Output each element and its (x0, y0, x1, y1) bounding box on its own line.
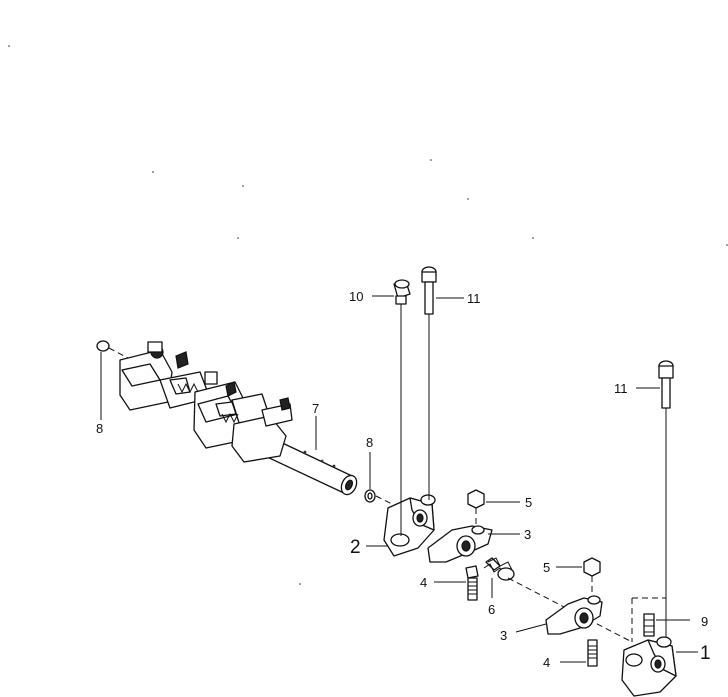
label-part-4-lower: 4 (543, 655, 550, 670)
alignment-line (507, 577, 633, 643)
label-part-6: 6 (488, 602, 495, 617)
label-part-10: 10 (349, 289, 363, 304)
scan-specks (8, 45, 728, 585)
plug-right (364, 452, 397, 507)
label-part-8-right: 8 (366, 435, 373, 450)
bracket-2 (366, 494, 436, 557)
label-part-5-lower: 5 (543, 560, 550, 575)
bolt-10 (372, 279, 411, 536)
screw-4-lower (560, 639, 598, 667)
label-part-9: 9 (701, 614, 708, 629)
rocker-arm-3-upper (427, 525, 520, 563)
nut-5-upper (467, 489, 520, 524)
dowel-9 (643, 613, 690, 637)
bolt-11-lower (636, 360, 674, 640)
label-part-1: 1 (700, 643, 711, 664)
screw-4-upper (434, 565, 479, 601)
label-part-8-left: 8 (96, 421, 103, 436)
label-part-11-upper: 11 (467, 291, 481, 306)
bolt-11-upper (421, 266, 464, 500)
label-part-3-lower: 3 (500, 628, 507, 643)
label-part-11-lower: 11 (614, 381, 628, 396)
bracket-1 (621, 597, 698, 697)
label-part-7: 7 (312, 401, 319, 416)
plug-left (96, 340, 129, 420)
label-part-4-upper: 4 (420, 575, 427, 590)
label-part-5-upper: 5 (525, 495, 532, 510)
label-part-3-upper: 3 (524, 527, 531, 542)
nut-5-lower (556, 557, 601, 596)
label-part-2: 2 (350, 537, 361, 558)
spring-6 (483, 557, 515, 598)
rocker-arm-3-lower (515, 595, 603, 635)
rocker-shaft-assembly (119, 341, 358, 496)
